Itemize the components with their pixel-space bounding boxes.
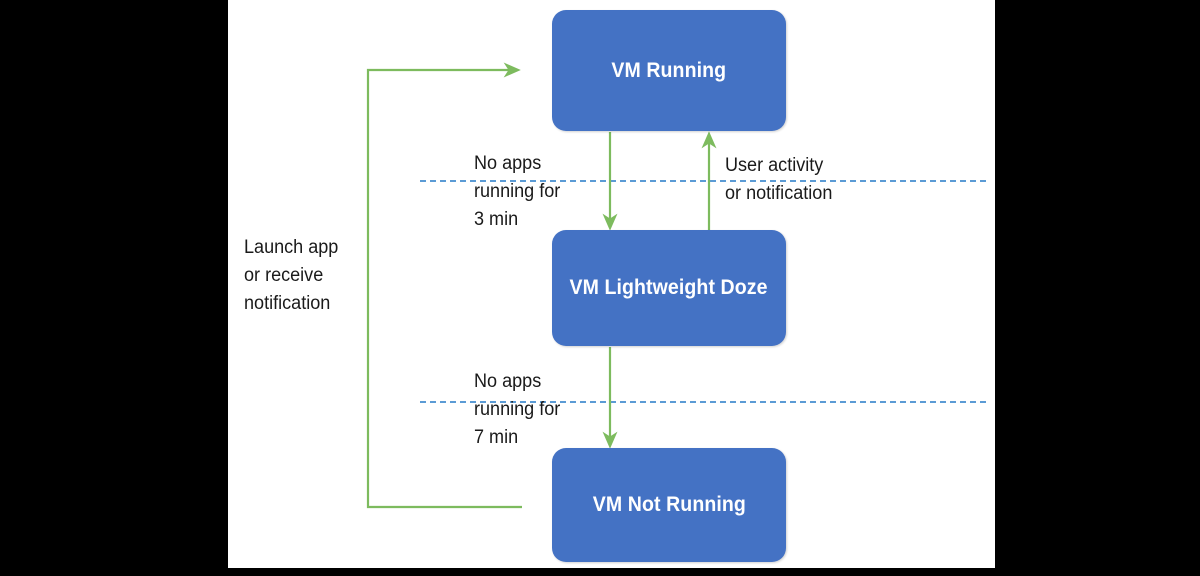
zone-divider-bottom [420, 401, 986, 403]
state-node-vm-not-running[interactable]: VM Not Running [552, 448, 786, 562]
state-node-label: VM Running [611, 58, 727, 82]
edge-label-not-running-to-running: Launch app or receive notification [244, 237, 339, 314]
state-node-vm-running[interactable]: VM Running [552, 10, 786, 131]
state-node-label: VM Lightweight Doze [569, 276, 769, 299]
edge-label-doze-to-not-running: No apps running for 7 min [474, 371, 561, 448]
zone-divider-top [420, 180, 986, 182]
edge-label-running-to-doze: No apps running for 3 min [474, 153, 561, 230]
diagram-canvas: VM Running VM Lightweight Doze VM Not Ru… [228, 0, 995, 568]
state-node-vm-lightweight-doze[interactable]: VM Lightweight Doze [552, 230, 786, 346]
edge-label-doze-to-running: User activity or notification [725, 155, 833, 204]
state-node-label: VM Not Running [592, 493, 746, 516]
